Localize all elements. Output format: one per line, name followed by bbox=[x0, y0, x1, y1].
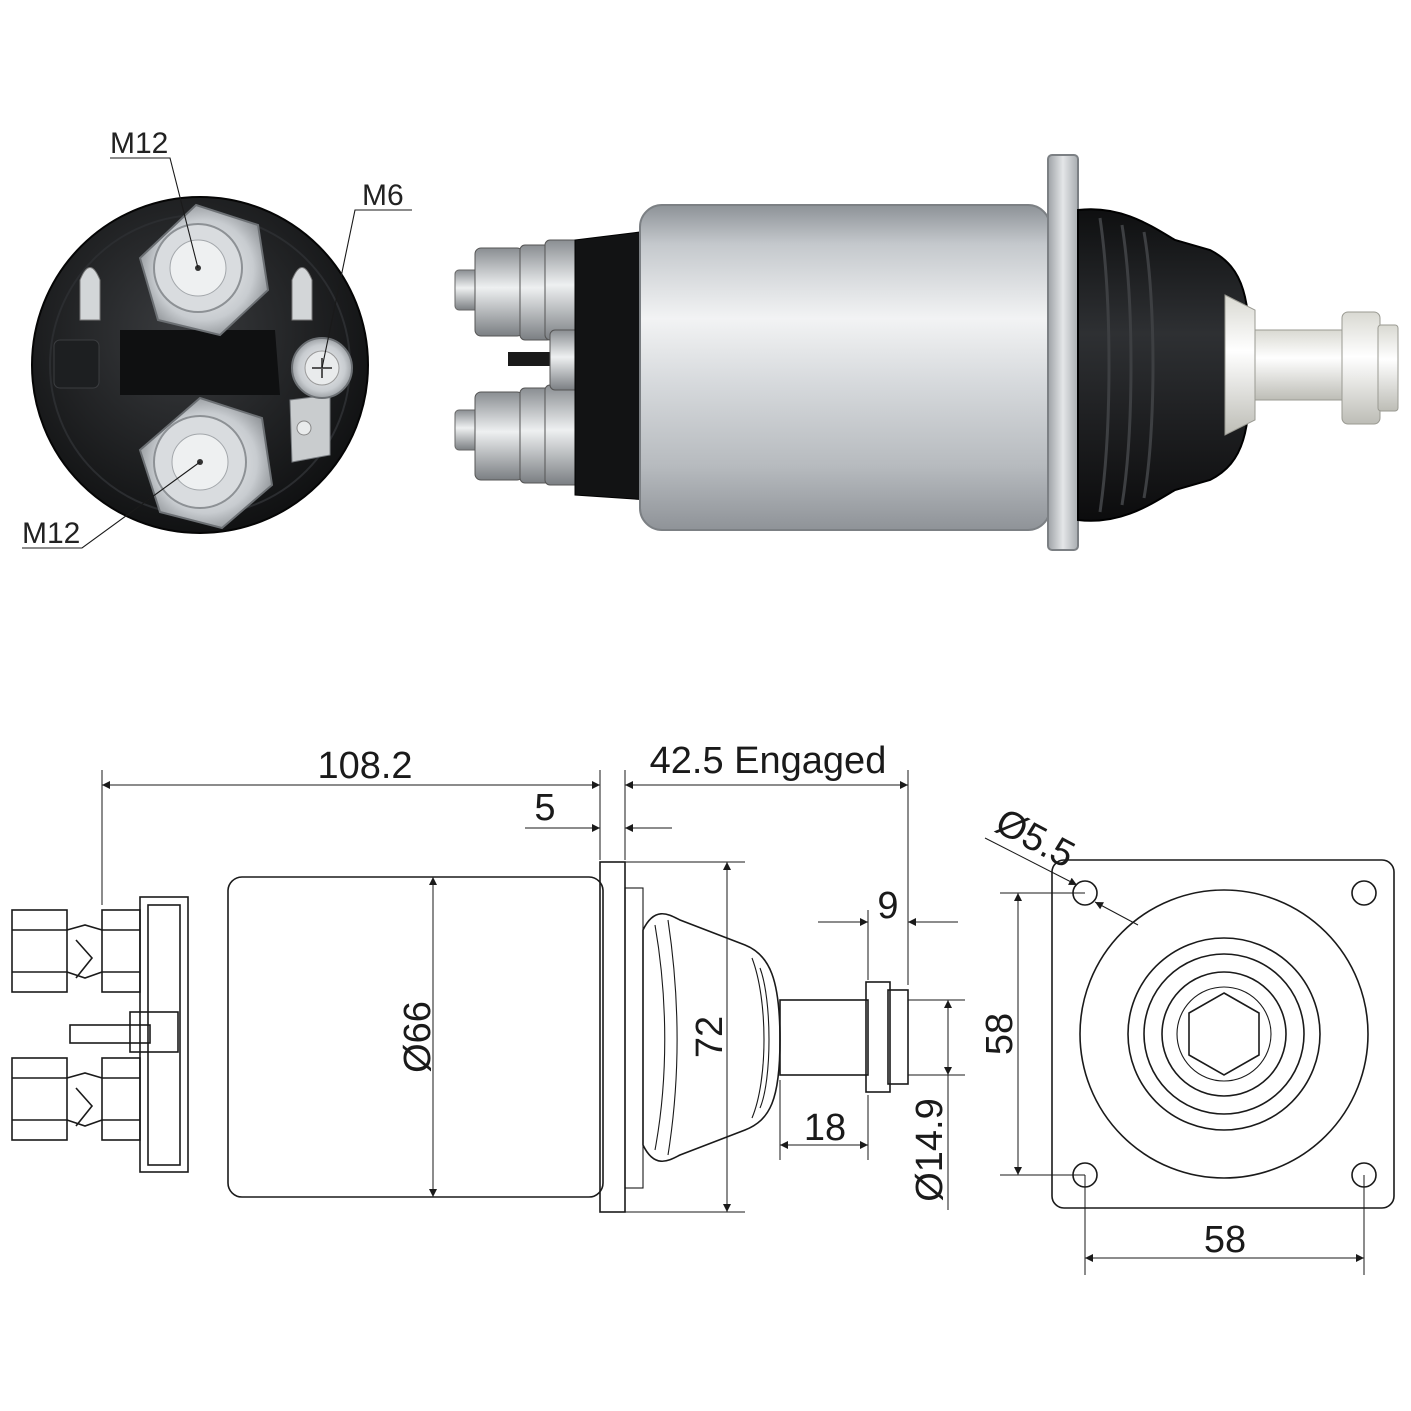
dim-flange-thickness: 5 bbox=[534, 787, 555, 829]
dim-hole-spacing-vertical: 58 bbox=[979, 1013, 1021, 1055]
side-terminal-studs bbox=[454, 239, 586, 486]
front-view-dimensions: 58 58 Ø5.5 bbox=[979, 801, 1365, 1275]
end-view-callouts: M12 M6 M12 bbox=[22, 127, 412, 550]
front-view-drawing: 58 58 Ø5.5 bbox=[979, 801, 1395, 1275]
label-m12-bottom: M12 bbox=[22, 517, 80, 550]
dim-hole-spacing-horizontal: 58 bbox=[1204, 1219, 1246, 1261]
end-view-photo: M12 M6 M12 bbox=[22, 127, 412, 550]
side-view-dimensions: 108.2 42.5 Engaged 5 9 Ø66 72 18 Ø14.9 bbox=[101, 740, 965, 1213]
terminal-control-m6 bbox=[289, 337, 353, 463]
solenoid-body bbox=[639, 204, 1051, 531]
dim-flange-height: 72 bbox=[689, 1016, 731, 1058]
front-flange-outline bbox=[1051, 859, 1395, 1209]
mount-hole-top-right bbox=[1351, 880, 1377, 906]
drawing-terminals bbox=[11, 896, 189, 1173]
label-m12-top: M12 bbox=[110, 127, 168, 160]
label-m6: M6 bbox=[362, 179, 404, 212]
dim-plunger-length: 18 bbox=[804, 1107, 846, 1149]
dim-body-diameter: Ø66 bbox=[397, 1001, 439, 1073]
drawing-body bbox=[227, 876, 604, 1198]
plunger bbox=[1224, 294, 1399, 436]
side-view-photo bbox=[454, 154, 1399, 551]
dim-hole-diameter: Ø5.5 bbox=[989, 801, 1081, 877]
mounting-flange bbox=[1047, 154, 1079, 551]
side-view-drawing: 108.2 42.5 Engaged 5 9 Ø66 72 18 Ø14.9 bbox=[11, 740, 965, 1213]
dim-overall-length: 108.2 bbox=[317, 745, 412, 787]
dim-plunger-tip: 9 bbox=[877, 885, 898, 927]
dim-engaged-stroke: 42.5 Engaged bbox=[650, 740, 887, 782]
front-plunger-hex bbox=[1188, 992, 1260, 1076]
dim-plunger-diameter: Ø14.9 bbox=[909, 1098, 951, 1202]
drawing-plunger bbox=[779, 981, 909, 1093]
